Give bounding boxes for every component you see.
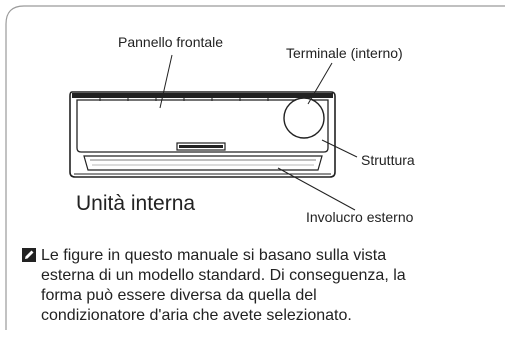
note-line-4: condizionatore d'aria che avete selezion… — [41, 307, 352, 324]
label-indoor-unit: Unità interna — [76, 192, 196, 215]
leader-structure — [321, 139, 358, 158]
pencil-note-icon — [22, 248, 36, 262]
leader-front-panel — [159, 54, 173, 109]
indoor-unit-drawing — [69, 91, 336, 178]
leader-outer-casing — [277, 167, 356, 211]
note-line-2: esterna di un modello standard. Di conse… — [41, 267, 406, 284]
label-terminal: Terminale (interno) — [286, 45, 403, 61]
label-structure: Struttura — [361, 152, 415, 168]
note-line-1: Le figure in questo manuale si basano su… — [41, 247, 387, 264]
note-paragraph: Le figure in questo manuale si basano su… — [22, 246, 492, 326]
page-frame — [5, 5, 505, 330]
note-line-3: forma può essere diversa da quella del — [41, 287, 317, 304]
label-outer-casing: Involucro esterno — [306, 209, 414, 225]
label-front-panel: Pannello frontale — [118, 34, 224, 50]
leader-terminal — [307, 62, 333, 105]
